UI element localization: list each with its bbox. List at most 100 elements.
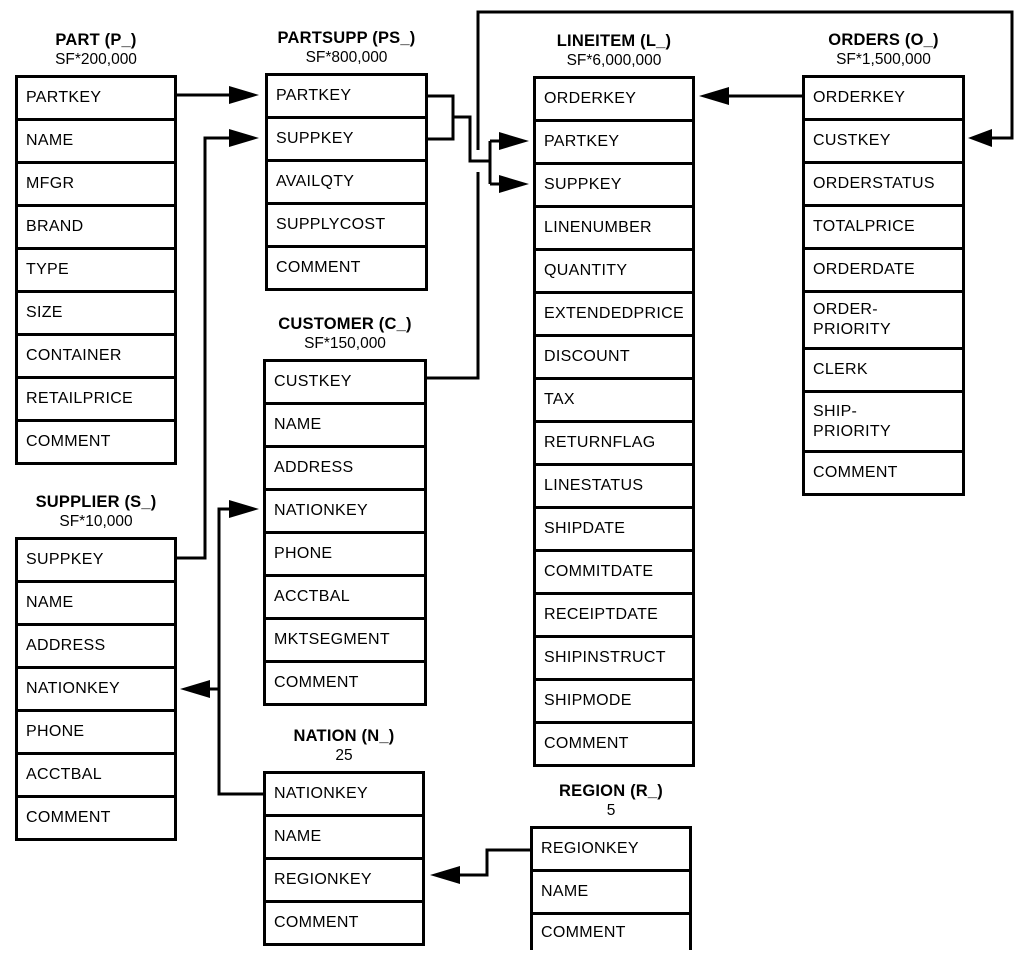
- table-supplier-header: SUPPLIER (S_) SF*10,000: [1, 493, 191, 535]
- arrowhead-nation-regionkey: [430, 866, 460, 884]
- column-supplier-phone: PHONE: [18, 709, 174, 752]
- column-supplier-suppkey: SUPPKEY: [26, 551, 104, 568]
- table-orders-title: ORDERS (O_): [828, 31, 939, 49]
- column-region-regionkey: REGIONKEY: [541, 840, 639, 857]
- column-supplier-nationkey: NATIONKEY: [18, 666, 174, 709]
- column-lineitem-shipdate: SHIPDATE: [536, 506, 692, 549]
- column-orders-orderstatus: ORDERSTATUS: [805, 161, 962, 204]
- column-lineitem-partkey: PARTKEY: [536, 119, 692, 162]
- column-customer-comment: COMMENT: [266, 660, 424, 703]
- arrowhead-customer-nationkey: [229, 500, 259, 518]
- column-orders-orderkey: ORDERKEY: [813, 89, 906, 106]
- connector-partsupp-pair-middle: [453, 115, 490, 163]
- column-nation-regionkey: REGIONKEY: [266, 857, 422, 900]
- column-customer-phone: PHONE: [266, 531, 424, 574]
- table-nation-header: NATION (N_) 25: [249, 727, 439, 769]
- table-supplier-cardinality: SF*10,000: [59, 513, 133, 531]
- table-region-title: REGION (R_): [559, 782, 663, 800]
- arrowhead-lineitem-orderkey: [699, 87, 729, 105]
- table-partsupp-header: PARTSUPP (PS_) SF*800,000: [251, 29, 442, 71]
- column-lineitem-receiptdate: RECEIPTDATE: [536, 592, 692, 635]
- column-part-comment: COMMENT: [18, 419, 174, 462]
- column-nation-name: NAME: [266, 814, 422, 857]
- column-lineitem-tax: TAX: [536, 377, 692, 420]
- column-supplier-address: ADDRESS: [18, 623, 174, 666]
- column-lineitem-comment: COMMENT: [536, 721, 692, 764]
- column-part-mfgr: MFGR: [18, 161, 174, 204]
- table-customer-header: CUSTOMER (C_) SF*150,000: [249, 315, 441, 357]
- column-part-size: SIZE: [18, 290, 174, 333]
- column-lineitem-shipinstruct: SHIPINSTRUCT: [536, 635, 692, 678]
- column-part-brand: BRAND: [18, 204, 174, 247]
- column-lineitem-returnflag: RETURNFLAG: [536, 420, 692, 463]
- column-supplier-comment: COMMENT: [18, 795, 174, 838]
- column-part-retailprice: RETAILPRICE: [18, 376, 174, 419]
- table-partsupp-title: PARTSUPP (PS_): [277, 29, 416, 47]
- column-lineitem-shipmode: SHIPMODE: [536, 678, 692, 721]
- column-customer-nationkey: NATIONKEY: [266, 488, 424, 531]
- table-nation-cardinality: 25: [335, 747, 353, 765]
- arrowhead-lineitem-suppkey: [499, 175, 529, 193]
- column-orders-custkey: CUSTKEY: [805, 118, 962, 161]
- column-lineitem-commitdate: COMMITDATE: [536, 549, 692, 592]
- column-nation-nationkey: NATIONKEY: [274, 785, 368, 802]
- table-lineitem-title: LINEITEM (L_): [556, 32, 672, 50]
- column-orders-order-priority: ORDER- PRIORITY: [805, 290, 962, 347]
- column-partsupp-comment: COMMENT: [268, 245, 425, 288]
- column-lineitem-suppkey: SUPPKEY: [536, 162, 692, 205]
- column-lineitem-orderkey: ORDERKEY: [544, 90, 637, 107]
- arrowhead-lineitem-partkey: [499, 132, 529, 150]
- column-customer-mktsegment: MKTSEGMENT: [266, 617, 424, 660]
- arrowhead-orders-custkey: [968, 129, 992, 147]
- column-lineitem-extendedprice: EXTENDEDPRICE: [536, 291, 692, 334]
- column-lineitem-linestatus: LINESTATUS: [536, 463, 692, 506]
- column-part-name: NAME: [18, 118, 174, 161]
- column-orders-totalprice: TOTALPRICE: [805, 204, 962, 247]
- table-lineitem: LINEITEM (L_) SF*6,000,000 ORDERKEY PARTK…: [533, 32, 695, 767]
- table-region-header: REGION (R_) 5: [516, 782, 706, 824]
- column-customer-custkey: CUSTKEY: [274, 373, 352, 390]
- connector-region-regionkey-to-nation-regionkey: [459, 848, 530, 877]
- table-partsupp: PARTSUPP (PS_) SF*800,000 PARTKEY SUPPKEY…: [265, 29, 428, 291]
- column-customer-name: NAME: [266, 402, 424, 445]
- column-orders-clerk: CLERK: [805, 347, 962, 390]
- column-supplier-name: NAME: [18, 580, 174, 623]
- column-partsupp-partkey: PARTKEY: [276, 87, 352, 104]
- column-partsupp-supplycost: SUPPLYCOST: [268, 202, 425, 245]
- column-orders-ship-priority: SHIP- PRIORITY: [805, 390, 962, 450]
- column-region-comment: COMMENT: [533, 912, 689, 950]
- arrowhead-partsupp-partkey: [229, 86, 259, 104]
- arrowhead-partsupp-suppkey: [229, 129, 259, 147]
- table-partsupp-cardinality: SF*800,000: [305, 49, 388, 67]
- table-customer-cardinality: SF*150,000: [304, 335, 386, 353]
- table-orders-cardinality: SF*1,500,000: [836, 51, 931, 69]
- table-lineitem-header: LINEITEM (L_) SF*6,000,000: [519, 32, 709, 74]
- table-part-header: PART (P_) SF*200,000: [1, 31, 191, 73]
- table-part-cardinality: SF*200,000: [55, 51, 137, 69]
- column-part-type: TYPE: [18, 247, 174, 290]
- table-orders: ORDERS (O_) SF*1,500,000 ORDERKEY CUSTKEY…: [802, 31, 965, 496]
- column-partsupp-suppkey: SUPPKEY: [268, 116, 425, 159]
- table-lineitem-cardinality: SF*6,000,000: [566, 52, 662, 70]
- arrowhead-supplier-nationkey: [180, 680, 210, 698]
- column-supplier-acctbal: ACCTBAL: [18, 752, 174, 795]
- table-orders-header: ORDERS (O_) SF*1,500,000: [788, 31, 979, 73]
- table-supplier-title: SUPPLIER (S_): [35, 493, 157, 511]
- column-customer-acctbal: ACCTBAL: [266, 574, 424, 617]
- column-customer-address: ADDRESS: [266, 445, 424, 488]
- column-part-partkey: PARTKEY: [26, 89, 102, 106]
- table-part-title: PART (P_): [55, 31, 137, 49]
- column-partsupp-availqty: AVAILQTY: [268, 159, 425, 202]
- column-orders-comment: COMMENT: [805, 450, 962, 493]
